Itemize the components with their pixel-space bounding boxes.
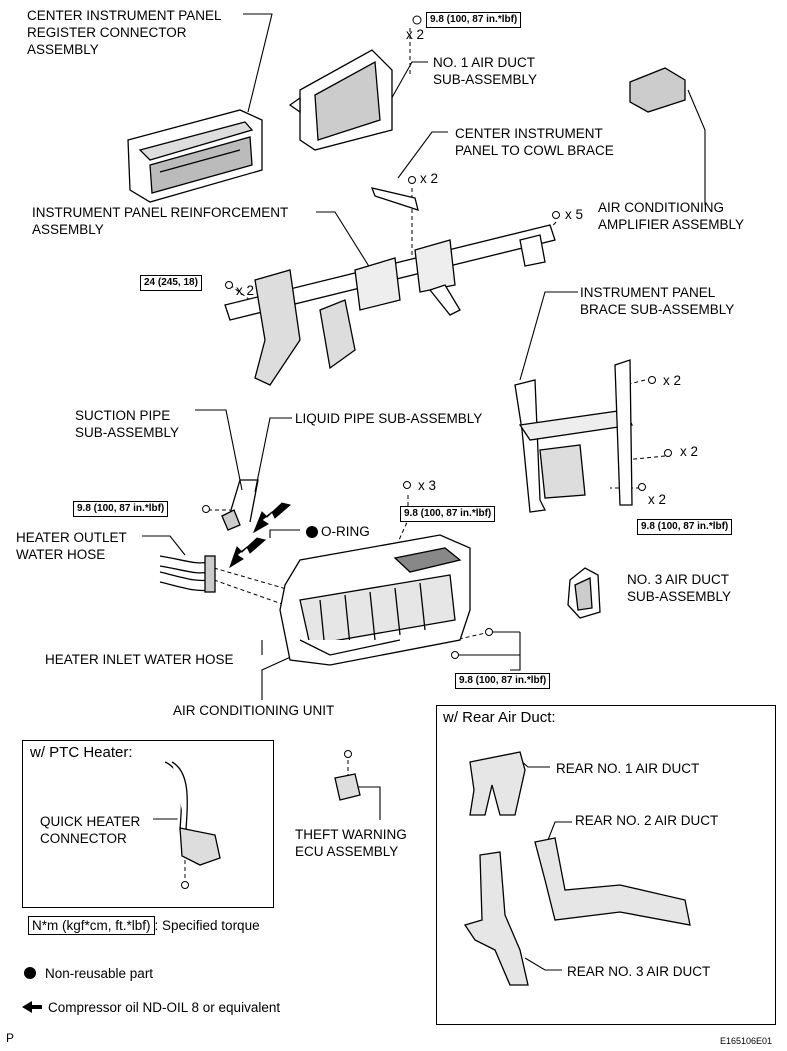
leader-brace-sub bbox=[519, 291, 578, 381]
qty-top: x 2 bbox=[406, 27, 425, 42]
label-o-ring: O-RING bbox=[321, 524, 370, 539]
oil-arrows bbox=[229, 502, 292, 569]
leader-amplifier bbox=[687, 89, 706, 205]
label-rear-no3: REAR NO. 3 AIR DUCT bbox=[567, 964, 711, 979]
leader-heater-outlet bbox=[142, 535, 186, 556]
rear-air-duct-panel bbox=[436, 705, 776, 1025]
leader-rear-no3 bbox=[524, 957, 562, 971]
label-suction-pipe: SUCTION PIPE SUB-ASSEMBLY bbox=[75, 408, 180, 440]
torque-pipe: 9.8 (100, 87 in.*lbf) bbox=[73, 501, 169, 517]
torque-mid: 9.8 (100, 87 in.*lbf) bbox=[400, 506, 496, 522]
ptc-connector-part bbox=[164, 761, 221, 866]
leader-cowl-brace bbox=[397, 131, 448, 179]
torque-24: 24 (245, 18) bbox=[140, 275, 202, 291]
leader-o-ring bbox=[269, 529, 300, 538]
torque-top: 9.8 (100, 87 in.*lbf) bbox=[426, 12, 522, 28]
torque-brace: 9.8 (100, 87 in.*lbf) bbox=[637, 519, 733, 535]
register-connector-part bbox=[127, 109, 263, 203]
non-reusable-dot-legend bbox=[24, 967, 36, 979]
qty-24: x 2 bbox=[236, 283, 255, 298]
label-register-connector: CENTER INSTRUMENT PANEL REGISTER CONNECT… bbox=[27, 8, 222, 57]
heater-hoses-part bbox=[159, 555, 216, 593]
leader-ac-unit bbox=[261, 654, 296, 700]
label-no3-air-duct: NO. 3 AIR DUCT SUB-ASSEMBLY bbox=[627, 572, 732, 604]
cowl-brace-part bbox=[370, 187, 419, 211]
legend-compressor-oil: Compressor oil ND-OIL 8 or equivalent bbox=[48, 1000, 281, 1015]
leader-reinforcement bbox=[316, 211, 371, 269]
label-brace-sub: INSTRUMENT PANEL BRACE SUB-ASSEMBLY bbox=[580, 285, 735, 317]
footer-left: P bbox=[6, 1031, 15, 1045]
qty-reinforcement-right: x 5 bbox=[565, 207, 584, 222]
torque-unit: 9.8 (100, 87 in.*lbf) bbox=[455, 673, 551, 689]
compressor-oil-arrow-legend bbox=[22, 1001, 42, 1013]
label-reinforcement: INSTRUMENT PANEL REINFORCEMENT ASSEMBLY bbox=[32, 205, 289, 237]
label-rear-no2: REAR NO. 2 AIR DUCT bbox=[575, 813, 719, 828]
no3-air-duct-part bbox=[567, 567, 601, 619]
legend-torque-text: : Specified torque bbox=[154, 918, 260, 933]
ptc-heater-title: w/ PTC Heater: bbox=[30, 744, 133, 761]
leader-theft-ecu bbox=[355, 786, 381, 820]
label-amplifier: AIR CONDITIONING AMPLIFIER ASSEMBLY bbox=[598, 200, 745, 232]
leader-suction-pipe bbox=[195, 409, 243, 491]
footer-right: E165106E01 bbox=[720, 1036, 773, 1046]
qty-brace-3: x 2 bbox=[648, 492, 667, 507]
label-theft-ecu: THEFT WARNING ECU ASSEMBLY bbox=[295, 827, 407, 859]
qty-cowl: x 2 bbox=[420, 171, 439, 186]
ac-unit-part bbox=[279, 534, 471, 666]
rear-ducts-part bbox=[463, 751, 691, 986]
pipes-part bbox=[221, 479, 259, 531]
leader-rear-no2 bbox=[547, 821, 572, 841]
ptc-heater-panel bbox=[22, 740, 274, 908]
leader-register-connector bbox=[243, 13, 273, 113]
qty-brace-2: x 2 bbox=[680, 444, 699, 459]
leader-liquid-pipe bbox=[254, 417, 292, 493]
no1-air-duct-part bbox=[288, 49, 393, 151]
rear-air-duct-title: w/ Rear Air Duct: bbox=[443, 709, 556, 726]
label-heater-outlet: HEATER OUTLET WATER HOSE bbox=[16, 530, 127, 562]
label-heater-inlet: HEATER INLET WATER HOSE bbox=[45, 652, 234, 667]
label-ac-unit: AIR CONDITIONING UNIT bbox=[173, 703, 335, 718]
brace-sub-part bbox=[514, 359, 633, 513]
legend-non-reusable: Non-reusable part bbox=[45, 966, 154, 981]
legend-torque-box: N*m (kgf*cm, ft.*lbf) bbox=[28, 916, 155, 935]
legend-torque: N*m (kgf*cm, ft.*lbf): Specified torque bbox=[28, 916, 260, 935]
qty-mid: x 3 bbox=[418, 478, 437, 493]
bolts bbox=[181, 15, 672, 889]
label-rear-no1: REAR NO. 1 AIR DUCT bbox=[556, 761, 700, 776]
qty-brace-1: x 2 bbox=[663, 373, 682, 388]
non-reusable-dot-oring bbox=[306, 526, 318, 538]
leader-unit-torque bbox=[510, 632, 521, 671]
reinforcement-part bbox=[224, 224, 556, 386]
leader-no1-air-duct bbox=[384, 61, 428, 111]
amplifier-part bbox=[629, 67, 686, 113]
label-quick-heater: QUICK HEATER CONNECTOR bbox=[40, 814, 141, 846]
label-liquid-pipe: LIQUID PIPE SUB-ASSEMBLY bbox=[295, 411, 483, 426]
label-cowl-brace: CENTER INSTRUMENT PANEL TO COWL BRACE bbox=[455, 126, 614, 158]
label-no1-air-duct: NO. 1 AIR DUCT SUB-ASSEMBLY bbox=[433, 55, 538, 87]
theft-ecu-part bbox=[334, 773, 361, 801]
